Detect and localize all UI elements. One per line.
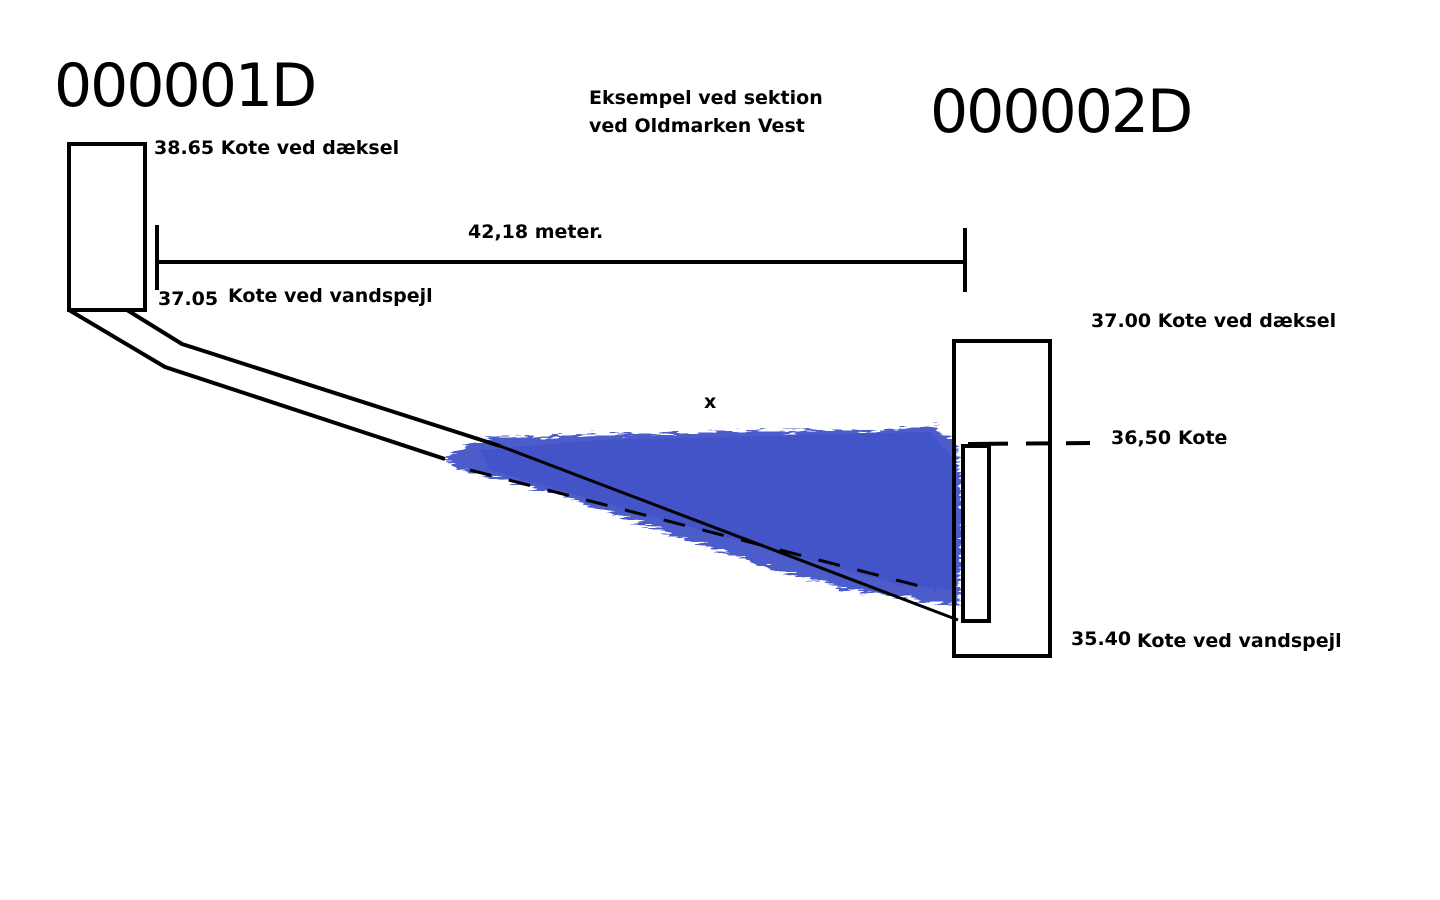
right-cover-text: Kote ved dæksel	[1157, 310, 1337, 332]
title-line-1: Eksempel ved sektion	[589, 87, 823, 109]
title-line-2: ved Oldmarken Vest	[589, 115, 805, 137]
distance-label: 42,18 meter.	[468, 221, 604, 243]
left-cover-level: 38.65 Kote ved dæksel	[154, 139, 399, 158]
manhole-right-id: 000002D	[930, 77, 1193, 147]
right-mid-value: 36,50	[1111, 427, 1172, 449]
manhole-left-id: 000001D	[54, 51, 317, 121]
sewer-pipe	[67, 308, 959, 622]
level-dashed-line	[967, 441, 1091, 446]
diagram-title: Eksempel ved sektion ved Oldmarken Vest	[589, 84, 823, 140]
left-cover-text: Kote ved dæksel	[220, 137, 400, 159]
left-water-text: Kote ved vandspejl	[228, 285, 433, 307]
manhole-right-inner-box	[961, 444, 991, 623]
x-marker: x	[704, 391, 717, 413]
water-fill	[445, 426, 962, 606]
right-cover-value: 37.00	[1091, 310, 1152, 332]
distance-dimension	[155, 225, 967, 292]
pipe-centerline-dashed	[469, 468, 936, 592]
right-mid-text: Kote	[1178, 427, 1228, 449]
manhole-right-box	[952, 339, 1052, 658]
right-water-text: Kote ved vandspejl	[1137, 630, 1342, 652]
right-water-value: 35.40	[1071, 628, 1132, 650]
manhole-left-box	[67, 142, 147, 312]
left-cover-value: 38.65	[154, 137, 215, 159]
right-cover-level: 37.00 Kote ved dæksel	[1091, 312, 1336, 331]
left-water-value: 37.05	[158, 288, 219, 310]
